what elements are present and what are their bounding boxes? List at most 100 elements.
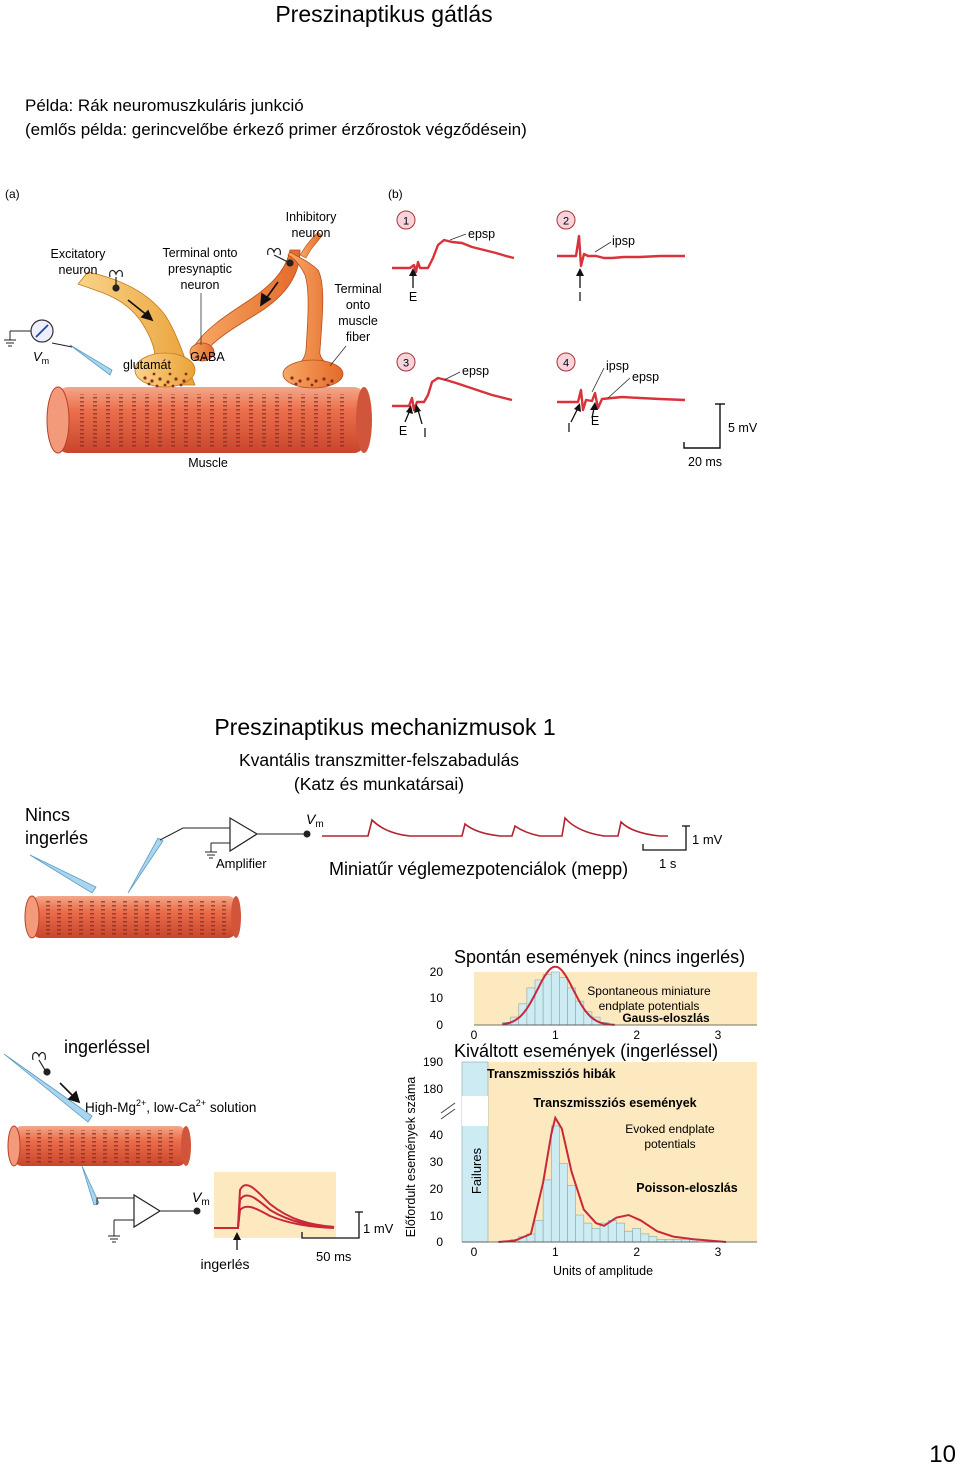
muscle-striation [114, 1130, 118, 1163]
inhibitory-terminal-presynaptic [189, 342, 215, 362]
recording-setup-top [29, 816, 311, 894]
mech-subtitle-1: Kvantális transzmitter-felszabadulás [239, 750, 519, 770]
muscle-striation [68, 900, 72, 935]
recording-setup-bottom [81, 1165, 201, 1243]
muscle-striation [37, 1130, 41, 1163]
mech-title: Preszinaptikus mechanizmusok 1 [214, 714, 555, 740]
x-tick-label: 0 [471, 1028, 478, 1042]
histogram-bar [616, 1222, 625, 1243]
muscle-striation [136, 1130, 140, 1163]
trace-number-3: 3 [396, 352, 416, 372]
hist-bottom-title: Kiváltott események (ingerléssel) [454, 1041, 718, 1061]
arrow-inhibitory [260, 281, 279, 307]
histogram-bar [559, 976, 568, 1026]
stimulus-arrow-1-e: E [409, 268, 417, 304]
histogram-bar [583, 1222, 593, 1243]
muscle-striation [301, 394, 305, 448]
y-tick-label: 0 [436, 1235, 443, 1249]
muscle-striation [106, 394, 110, 448]
histogram-evoked: Kiváltott események (ingerléssel) 190180… [404, 1041, 757, 1278]
svg-text:E: E [591, 414, 599, 428]
hist-xlabel: Units of amplitude [553, 1264, 653, 1278]
svg-text:I: I [567, 421, 570, 435]
hist-bottom-poisson: Poisson-eloszlás [636, 1181, 737, 1195]
label-inhibitory-1: Inhibitory [286, 210, 337, 224]
muscle-striation [59, 1130, 63, 1163]
recording-electrode-a [4, 319, 113, 376]
y-tick-label: 0 [436, 1018, 443, 1032]
scale-1s: 1 s [659, 856, 677, 871]
mepp-trace [322, 816, 668, 837]
muscle-striation [145, 394, 149, 448]
histogram-bar [664, 1239, 674, 1243]
histogram-bar [550, 971, 560, 1026]
svg-text:3: 3 [403, 358, 409, 370]
hist-bottom-evoked-2: potentials [644, 1137, 695, 1151]
label-excitatory-1: Excitatory [51, 247, 107, 261]
histogram-bar [640, 1233, 650, 1243]
trace-number-4: 4 [556, 352, 576, 372]
muscle-striation [112, 900, 116, 935]
panel-a-label: (a) [5, 187, 20, 201]
muscle-striation [119, 394, 123, 448]
label-terminal-presyn-1: Terminal onto [162, 246, 237, 260]
hist-top-title: Spontán események (nincs ingerlés) [454, 947, 745, 967]
figure-a: (a) [4, 187, 382, 470]
x-tick-label: 3 [715, 1245, 722, 1259]
muscle-striation [189, 900, 193, 935]
y-tick-label: 10 [430, 991, 444, 1005]
muscle-striation [103, 1130, 107, 1163]
stimulus-arrow-4-e: E [590, 402, 599, 428]
label-epsp-1: epsp [468, 227, 495, 241]
muscle-striation [134, 900, 138, 935]
y-tick-label: 10 [430, 1209, 444, 1223]
muscle-striation [169, 1130, 173, 1163]
vesicles-gaba [196, 354, 334, 387]
label-mepp: Miniatűr véglemezpotenciálok (mepp) [329, 859, 628, 879]
trace-3-epsp [392, 376, 513, 412]
trace-2-ipsp [557, 234, 685, 268]
muscle-striation [123, 900, 127, 935]
histogram-bar [607, 1220, 617, 1243]
histogram-bar [559, 1163, 568, 1243]
arrow-excitatory [127, 299, 154, 322]
hist-bottom-evoked-1: Evoked endplate [625, 1122, 715, 1136]
histogram-bar [567, 1185, 576, 1243]
trace-number-1: 1 [396, 210, 416, 230]
hist-bottom-events: Transzmissziós események [533, 1096, 696, 1110]
muscle-striation [156, 900, 160, 935]
x-tick-label: 2 [633, 1028, 640, 1042]
histogram-bar [575, 1214, 585, 1243]
failures-label: Failures [469, 1147, 484, 1194]
figure-b: (b) 1 2 3 4 epsp ipsp epsp ipsp [388, 187, 758, 469]
hist-ylabel: Előfordult események száma [404, 1077, 418, 1238]
label-nincs: Nincs [25, 805, 70, 825]
histogram-bar [591, 1228, 601, 1243]
svg-text:1: 1 [403, 216, 409, 228]
muscle-striation [314, 394, 318, 448]
muscle-fiber-a [46, 386, 372, 454]
scale-5mv: 5 mV [728, 421, 758, 435]
histogram-bar [542, 974, 552, 1026]
muscle-striation [93, 394, 97, 448]
hist-top-label-1: Spontaneous miniature [587, 984, 711, 998]
y-tick-label: 40 [430, 1128, 444, 1142]
label-terminal-muscle-1: Terminal [334, 282, 381, 296]
histogram-bar [534, 1220, 544, 1243]
muscle-striation [81, 1130, 85, 1163]
histogram-bar [542, 1179, 552, 1243]
svg-text:E: E [399, 424, 407, 438]
trace-4-ipsp-epsp [557, 388, 686, 412]
histogram-spontaneous: Spontán események (nincs ingerlés) 20100… [430, 947, 757, 1042]
trace-number-2: 2 [556, 210, 576, 230]
label-terminal-presyn-2: presynaptic [168, 262, 232, 276]
label-amplifier: Amplifier [216, 856, 267, 871]
muscle-fiber-bottom [7, 1125, 191, 1167]
stimulating-electrode-excitatory [109, 269, 123, 292]
muscle-striation [200, 900, 204, 935]
scale-bar-evoked [301, 1211, 363, 1239]
muscle-striation [222, 900, 226, 935]
evoked-traces [214, 1184, 335, 1229]
vm-label-bottom: Vm [192, 1189, 210, 1208]
